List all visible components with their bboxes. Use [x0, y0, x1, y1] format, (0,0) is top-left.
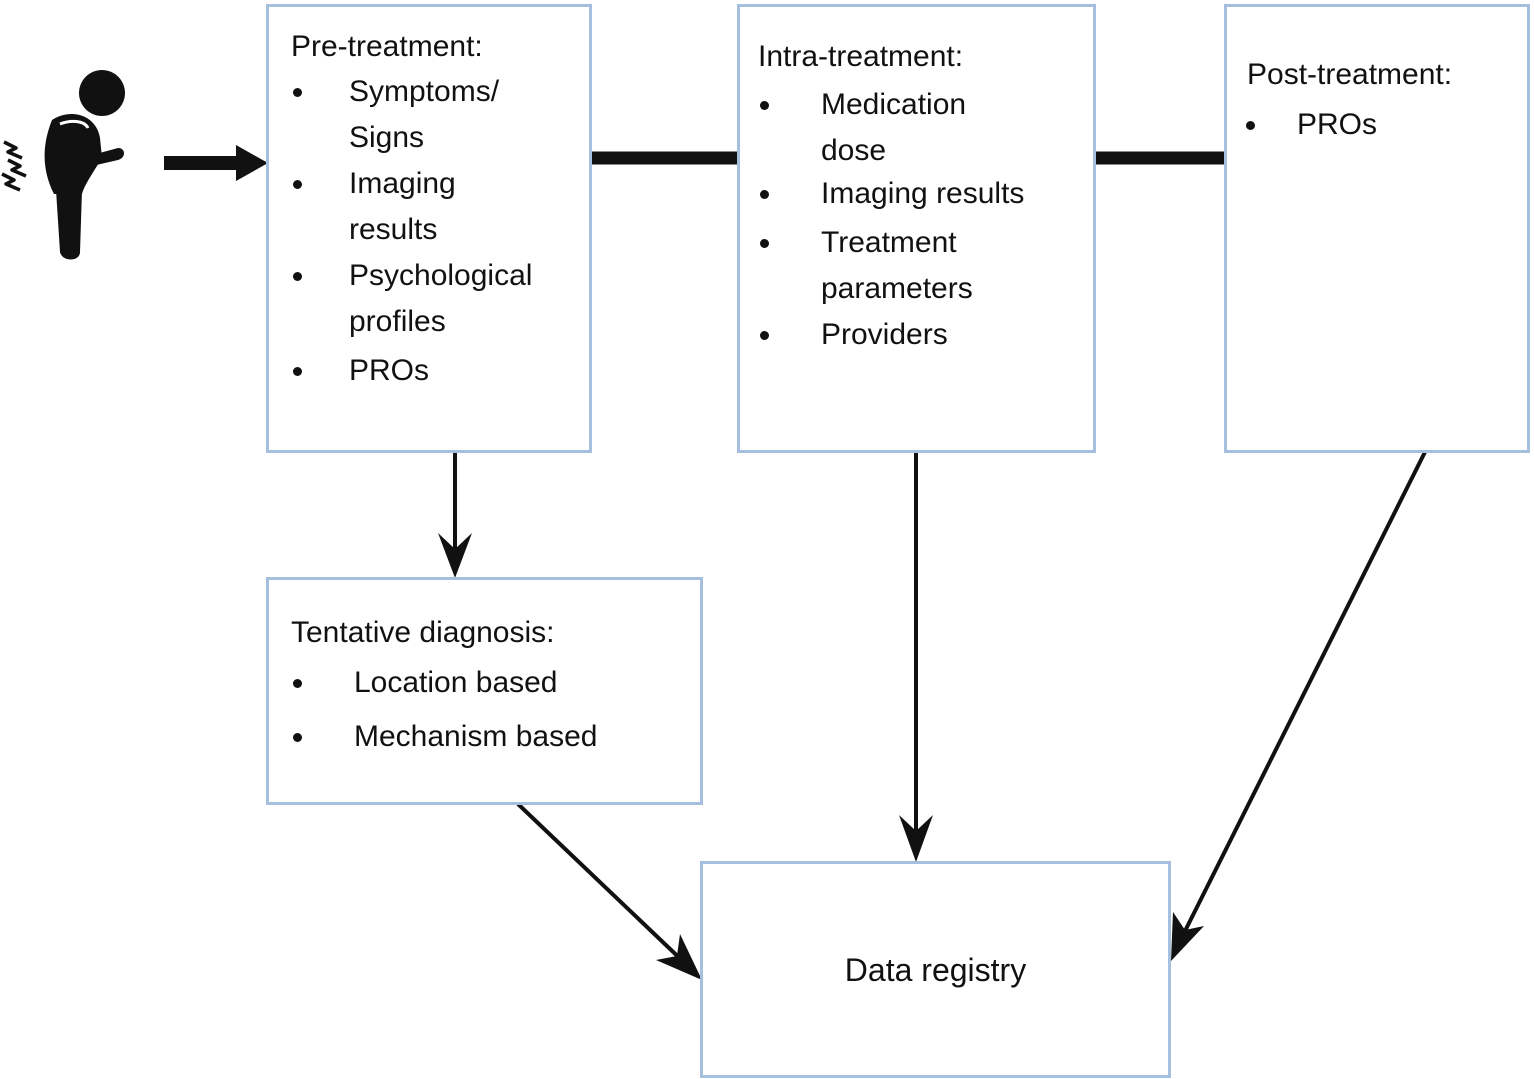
arrow-tentative-to-registry: [516, 802, 702, 980]
arrow-post-to-registry: [1171, 451, 1427, 961]
list-item: PROs: [292, 348, 532, 394]
intra-treatment-box: Intra-treatment: Medication dose Imaging…: [737, 4, 1096, 453]
intra-treatment-list: Medication dose Imaging results Treatmen…: [759, 82, 1024, 358]
list-item: Treatment: [759, 220, 1024, 266]
list-item-continuation: dose: [821, 134, 887, 167]
list-item: Location based: [292, 656, 597, 710]
list-item: Providers: [759, 312, 1024, 358]
post-treatment-title: Post-treatment:: [1247, 58, 1453, 91]
arrow-pre-to-tentative: [438, 452, 472, 578]
list-item: Psychological: [292, 253, 532, 299]
person-with-back-pain-icon: [1, 70, 125, 260]
list-item-continuation: results: [349, 213, 438, 246]
tentative-diagnosis-title: Tentative diagnosis:: [291, 616, 555, 649]
arrow-intra-to-registry: [899, 452, 933, 862]
list-item-continuation: profiles: [349, 305, 446, 338]
pre-treatment-box: Pre-treatment: Symptoms/ Signs Imaging r…: [266, 4, 592, 453]
pre-treatment-title: Pre-treatment:: [291, 30, 483, 63]
list-item-continuation: Signs: [349, 121, 425, 154]
data-registry-box: Data registry: [700, 861, 1171, 1078]
intra-treatment-title: Intra-treatment:: [758, 40, 964, 73]
post-treatment-box: Post-treatment: PROs: [1224, 4, 1530, 453]
tentative-diagnosis-list: Location based Mechanism based: [292, 656, 597, 764]
list-item: Medication: [759, 82, 1024, 128]
list-item: Imaging: [292, 161, 532, 207]
list-item: Mechanism based: [292, 710, 597, 764]
list-item: Symptoms/: [292, 69, 532, 115]
arrow-patient-to-pre-treatment: [164, 145, 268, 181]
tentative-diagnosis-box: Tentative diagnosis: Location based Mech…: [266, 577, 703, 805]
data-registry-label: Data registry: [844, 952, 1027, 988]
list-item: Imaging results: [759, 171, 1024, 217]
post-treatment-list: PROs: [1245, 102, 1377, 148]
list-item-continuation: parameters: [821, 272, 973, 305]
pre-treatment-list: Symptoms/ Signs Imaging results Psycholo…: [292, 69, 532, 394]
list-item: PROs: [1245, 102, 1377, 148]
